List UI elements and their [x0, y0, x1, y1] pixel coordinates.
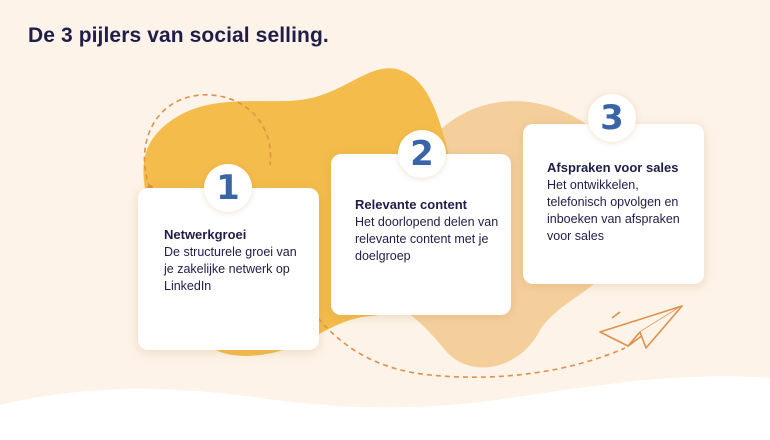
- pillar-title: Afspraken voor sales: [547, 160, 679, 175]
- pillar-number-badge: 3: [588, 94, 636, 142]
- pillar-card-1: Netwerkgroei De structurele groei van je…: [138, 188, 319, 350]
- pillar-number-badge: 1: [204, 164, 252, 212]
- pillar-card-3: Afspraken voor sales Het ontwikkelen, te…: [523, 124, 704, 284]
- pillar-description: Het ontwikkelen, telefonisch opvolgen en…: [547, 178, 680, 243]
- pillar-description: Het doorlopend delen van relevante conte…: [355, 215, 499, 263]
- pillar-number-badge: 2: [398, 130, 446, 178]
- paper-plane-icon: [599, 305, 683, 349]
- dashed-path-bottom: [317, 317, 626, 378]
- bottom-wave: [0, 376, 770, 440]
- pillar-description: De structurele groei van je zakelijke ne…: [164, 245, 297, 293]
- pillar-title: Netwerkgroei: [164, 227, 247, 242]
- pillar-title: Relevante content: [355, 197, 467, 212]
- dashed-path: [143, 94, 272, 189]
- pillar-card-2: Relevante content Het doorlopend delen v…: [331, 154, 511, 315]
- page-title: De 3 pijlers van social selling.: [28, 24, 329, 47]
